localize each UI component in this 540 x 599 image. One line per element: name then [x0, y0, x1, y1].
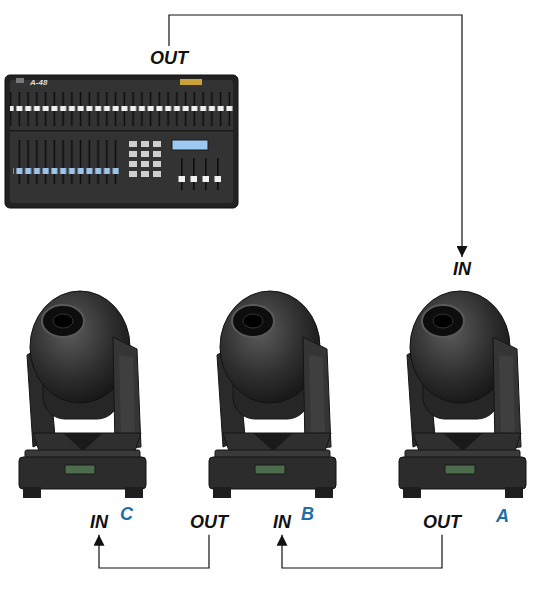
fixture-letter: A [496, 506, 509, 527]
console-panel [10, 80, 233, 203]
console-display [172, 140, 208, 150]
fixture-letter: C [120, 504, 133, 525]
fixture-letter: B [301, 504, 314, 525]
dmx-cable [169, 15, 462, 257]
port-label: IN [90, 512, 108, 533]
port-label: OUT [190, 512, 228, 533]
button-grid [128, 140, 164, 180]
dmx-cable [282, 535, 442, 568]
fixture-node: IN C [15, 285, 150, 535]
master-faders [174, 156, 226, 192]
fader-row [13, 138, 120, 188]
dmx-cable [99, 535, 209, 568]
lighting-console [5, 75, 238, 208]
port-label: OUT [150, 48, 188, 69]
moving-head-b [209, 291, 336, 498]
logo-plate [180, 79, 202, 85]
console-body [5, 75, 238, 208]
port-label: OUT [423, 512, 461, 533]
fixture-node: OUT IN B [188, 285, 340, 535]
power-switch [16, 78, 24, 83]
console-model-label: A-48 [30, 79, 47, 88]
fixture-node: IN OUT A [395, 257, 530, 535]
port-label: IN [453, 259, 471, 280]
divider [10, 130, 233, 132]
console-node: OUT [5, 46, 238, 208]
fader-row [10, 80, 233, 203]
moving-head-a [399, 291, 526, 498]
moving-head-c [19, 291, 146, 498]
port-label: IN [273, 512, 291, 533]
